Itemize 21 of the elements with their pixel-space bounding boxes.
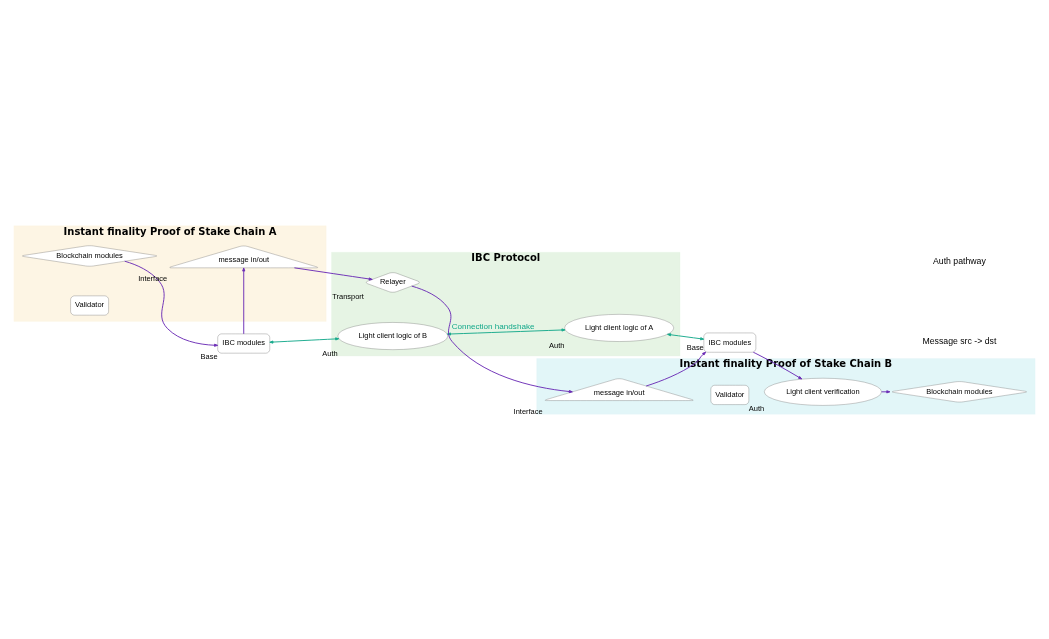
node-label: Base bbox=[200, 351, 218, 361]
arrow bbox=[411, 285, 573, 393]
node-label: Auth bbox=[748, 403, 765, 413]
node-label: Auth bbox=[322, 348, 338, 358]
node-box: Validator bbox=[710, 384, 749, 405]
node-box: Validator bbox=[70, 295, 109, 315]
node-label: Interface bbox=[513, 406, 543, 416]
legend-label: Auth pathway bbox=[932, 255, 986, 266]
node-label: Base bbox=[686, 342, 704, 352]
node-label: Transport bbox=[332, 291, 364, 301]
node-box: IBC modules bbox=[217, 333, 270, 353]
arrow bbox=[446, 327, 566, 336]
node-label: Auth bbox=[549, 340, 565, 350]
arrow bbox=[124, 260, 219, 347]
arrow bbox=[293, 266, 373, 280]
legend-label: Message src -> dst bbox=[922, 335, 997, 345]
arrow bbox=[667, 332, 705, 340]
node-box: IBC modules bbox=[703, 332, 757, 352]
arrow bbox=[242, 266, 246, 334]
arrow bbox=[645, 351, 707, 386]
arrow bbox=[269, 336, 340, 344]
